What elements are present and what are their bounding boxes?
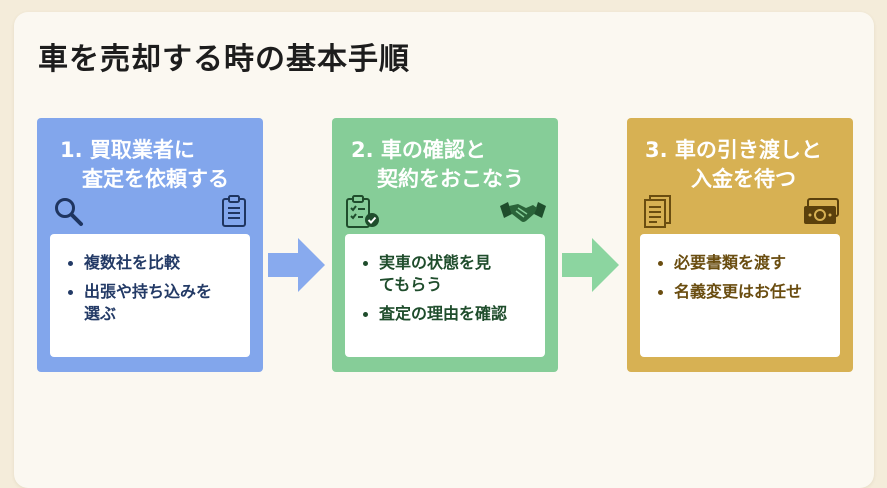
step-3-list: 必要書類を渡す 名義変更はお任せ xyxy=(640,234,840,303)
step-2-title-line1: 2. 車の確認と xyxy=(351,138,486,162)
step-1-title: 1. 買取業者に 査定を依頼する xyxy=(37,136,263,194)
step-3-title-line1: 3. 車の引き渡しと xyxy=(645,138,822,162)
list-item: 名義変更はお任せ xyxy=(658,281,832,303)
list-item: 出張や持ち込みを 選ぶ xyxy=(68,281,242,325)
step-3-title: 3. 車の引き渡しと 入金を待つ xyxy=(627,136,853,194)
step-2-list: 実車の状態を見 てもらう 査定の理由を確認 xyxy=(345,234,545,325)
step-1-title-line2: 査定を依頼する xyxy=(82,167,229,191)
step-3-title-line2: 入金を待つ xyxy=(691,167,796,191)
list-item: 必要書類を渡す xyxy=(658,252,832,274)
document-icon xyxy=(644,195,671,228)
step-3: 3. 車の引き渡しと 入金を待つ 必要書類を渡す 名義変更はお任せ xyxy=(627,118,853,372)
search-icon xyxy=(55,198,83,226)
checklist-icon xyxy=(346,195,379,228)
arrow-right-icon xyxy=(268,238,325,292)
step-3-box: 必要書類を渡す 名義変更はお任せ xyxy=(640,234,840,357)
list-item-line1: 出張や持ち込みを xyxy=(84,282,213,301)
step-1-list: 複数社を比較 出張や持ち込みを 選ぶ xyxy=(50,234,250,325)
step-1-title-line1: 1. 買取業者に xyxy=(60,138,195,162)
step-1: 1. 買取業者に 査定を依頼する 複数社を比較 出張や持ち込みを 選ぶ xyxy=(37,118,263,372)
step-1-box: 複数社を比較 出張や持ち込みを 選ぶ xyxy=(50,234,250,357)
page-title: 車を売却する時の基本手順 xyxy=(38,42,410,77)
list-item: 実車の状態を見 てもらう xyxy=(363,252,537,296)
step-2-title-line2: 契約をおこなう xyxy=(377,167,524,191)
list-item: 複数社を比較 xyxy=(68,252,242,274)
step-2: 2. 車の確認と 契約をおこなう 実車の状態を見 てもらう 査定の理由を確認 xyxy=(332,118,558,372)
step-2-title: 2. 車の確認と 契約をおこなう xyxy=(332,136,558,194)
arrow-right-icon xyxy=(562,238,619,292)
step-2-box: 実車の状態を見 てもらう 査定の理由を確認 xyxy=(345,234,545,357)
clipboard-icon xyxy=(222,195,246,227)
money-icon xyxy=(804,198,839,224)
list-item: 査定の理由を確認 xyxy=(363,303,537,325)
list-item-line2: てもらう xyxy=(379,275,443,294)
list-item-line1: 実車の状態を見 xyxy=(379,253,492,272)
handshake-icon xyxy=(500,202,546,222)
list-item-line2: 選ぶ xyxy=(84,304,117,323)
